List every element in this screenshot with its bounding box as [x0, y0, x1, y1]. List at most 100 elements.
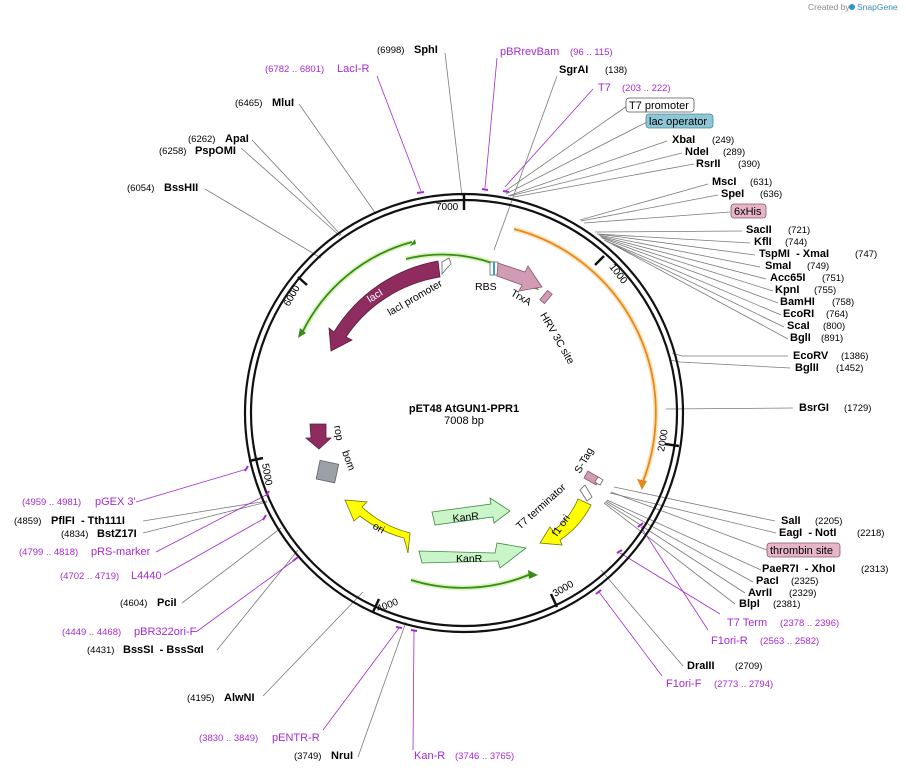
kanR-orf-arrow-icon: [528, 570, 538, 579]
primer-pos: (4799 .. 4818): [19, 547, 78, 558]
site-EcoRV: EcoRV: [793, 350, 829, 362]
feature-label-KanR-2: KanR: [456, 553, 483, 565]
site-SgrAI: SgrAI: [559, 64, 588, 76]
ori-feature-arrow: [344, 499, 411, 554]
boxed-label-6xHis: 6xHis: [734, 206, 762, 218]
primer-pos: (2563 .. 2582): [760, 636, 819, 647]
site-BlpI: BlpI: [739, 598, 760, 610]
primer-Kan-R: Kan-R: [414, 750, 445, 762]
site-pos: (6258): [159, 146, 186, 157]
site-BssSI-BssSaI: BssSI - BssSαI: [123, 644, 204, 656]
site-pos: (1452): [836, 363, 863, 374]
site-ApaI: ApaI: [225, 133, 249, 145]
primer-pos: (3830 .. 3849): [199, 733, 258, 744]
site-AvrII: AvrII: [748, 587, 772, 599]
site-pos: (2313): [861, 564, 888, 575]
site-pos: (891): [821, 333, 843, 344]
site-PflFI-Tth111I: PflFI - Tth111I: [51, 515, 125, 527]
site-SphI: SphI: [414, 44, 438, 56]
site-AlwNI: AlwNI: [224, 692, 255, 704]
site-pos: (4834): [61, 529, 88, 540]
site-SacII: SacII: [746, 224, 772, 236]
site-BssHII: BssHII: [164, 182, 198, 194]
site-pos: (6262): [188, 134, 215, 145]
site-EagI-NotI: EagI - NotI: [779, 527, 836, 539]
primer-markers: [244, 188, 644, 632]
plasmid-name: pET48 AtGUN1-PPR1: [409, 403, 519, 415]
boxed-feature-labels: T7 promoter lac operator 6xHis thrombin …: [625, 97, 841, 558]
restriction-sites: (6998) SphI SgrAI (138) XbaI (249) NdeI …: [14, 44, 888, 762]
site-pos: (758): [832, 297, 854, 308]
lacI-orf-arc: [301, 241, 413, 334]
feature-label-rop: rop: [331, 424, 345, 441]
feature-label-HRV-3C: HRV 3C site: [537, 311, 576, 367]
insert-orf-arrow-icon: [637, 479, 647, 490]
primer-pos: (4449 .. 4468): [62, 627, 121, 638]
site-pos: (6465): [235, 98, 262, 109]
site-DraIII: DraIII: [687, 660, 715, 672]
hrv3c-site-feature: [539, 289, 553, 305]
leader-lines: [142, 52, 794, 758]
tick-label: 7000: [436, 202, 459, 213]
box-t7-promoter: [625, 97, 695, 113]
site-pos: (6998): [377, 45, 404, 56]
site-pos: (2709): [735, 661, 762, 672]
primer-pos: (4959 .. 4981): [22, 497, 81, 508]
primer-pGEX-3: pGEX 3': [95, 496, 136, 508]
lacI-orf-arrow-icon: [298, 328, 306, 338]
feature-label-ori: ori: [371, 520, 387, 536]
site-pos: (747): [855, 249, 877, 260]
primer-pos: (96 .. 115): [570, 47, 613, 58]
site-pos: (636): [760, 189, 782, 200]
site-NruI: NruI: [331, 750, 353, 762]
site-NdeI: NdeI: [685, 146, 709, 158]
primer-pos: (2378 .. 2396): [780, 618, 839, 629]
site-MscI: MscI: [712, 176, 736, 188]
primer-pos: (203 .. 222): [622, 83, 671, 94]
site-pos: (764): [826, 309, 848, 320]
site-pos: (4859): [14, 516, 41, 527]
primer-F1ori-F: F1ori-F: [666, 678, 702, 690]
site-MluI: MluI: [272, 97, 294, 109]
trxA-feature-arrow: [496, 262, 543, 292]
site-BglII: BglII: [795, 362, 819, 374]
lacI-orf-tick-icon: [410, 239, 416, 246]
snapgene-logo-icon: [849, 4, 855, 10]
primer-L4440: L4440: [131, 570, 162, 582]
site-SmaI: SmaI: [765, 260, 791, 272]
site-pos: (4195): [187, 693, 214, 704]
site-pos: (2205): [815, 516, 842, 527]
site-KflI: KflI: [754, 236, 772, 248]
site-Acc65I: Acc65I: [770, 272, 805, 284]
site-BamHI: BamHI: [780, 296, 815, 308]
site-pos: (751): [822, 273, 844, 284]
site-PciI: PciI: [157, 597, 177, 609]
site-pos: (2381): [773, 599, 800, 610]
site-pos: (4604): [120, 598, 147, 609]
feature-label-KanR-1: KanR: [452, 510, 480, 525]
primer-T7-Term: T7 Term: [727, 617, 767, 629]
site-pos: (390): [738, 159, 760, 170]
site-pos: (2325): [791, 576, 818, 587]
feature-label-TrxA: TrxA: [509, 287, 534, 308]
site-pos: (6054): [127, 183, 154, 194]
site-PaeR7I-XhoI: PaeR7I - XhoI: [762, 563, 835, 575]
kanR-feature-arrow-2: [418, 542, 527, 569]
box-thrombin-site: [766, 542, 841, 558]
plasmid-size: 7008 bp: [444, 415, 484, 427]
box-lac-operator: [645, 113, 714, 129]
site-PspOMI: PspOMI: [195, 145, 236, 157]
site-pos: (2218): [857, 528, 884, 539]
feature-label-RBS: RBS: [475, 281, 497, 293]
site-RsrII: RsrII: [696, 158, 720, 170]
site-pos: (289): [723, 147, 745, 158]
t7-terminator-feature: [579, 484, 593, 502]
primer-F1ori-R: F1ori-R: [711, 635, 748, 647]
site-pos: (721): [788, 225, 810, 236]
site-pos: (749): [807, 261, 829, 272]
tick-label: 5000: [259, 463, 274, 487]
site-pos: (755): [814, 285, 836, 296]
his-tag-small-feature: [594, 476, 604, 486]
boxed-label-T7-promoter: T7 promoter: [629, 100, 689, 112]
